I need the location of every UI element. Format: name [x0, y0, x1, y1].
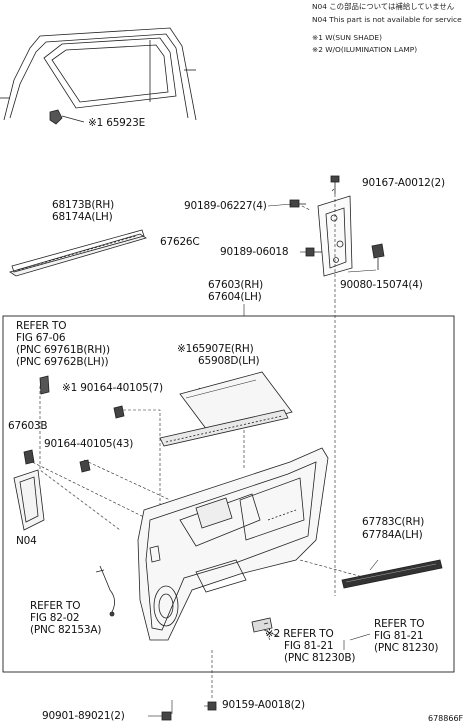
label-68174A: 68174A(LH): [52, 211, 113, 223]
sun-shade-65907E: [159, 371, 293, 447]
refer-82153A-line3: (PNC 82153A): [30, 624, 102, 636]
screw-90189-06227: [289, 199, 306, 208]
refer-69761B-line2: FIG 67-06: [16, 332, 66, 344]
label-68173B: 68173B(RH): [52, 199, 114, 211]
refer-81230B-line3: (PNC 81230B): [284, 652, 356, 664]
refer-81230-line2: FIG 81-21: [374, 630, 424, 642]
label-67604: 67604(LH): [208, 291, 262, 303]
belt-moulding: [9, 229, 147, 277]
screw-90901: [161, 711, 172, 721]
label-67603B: 67603B: [8, 420, 48, 432]
figure-number: 678866F: [428, 714, 464, 723]
label-N04: N04: [16, 535, 37, 547]
panel-N04: [13, 469, 45, 531]
refer-81230-line1: REFER TO: [374, 618, 425, 630]
label-90164-7: ※1 90164-40105(7): [62, 382, 163, 394]
refer-81230B-line1: ※2 REFER TO: [265, 628, 334, 640]
label-90901: 90901-89021(2): [42, 710, 125, 722]
clip-90080: [371, 243, 385, 270]
door-trim-panel: [137, 447, 329, 641]
note-n04-en: N04 This part is not available for servi…: [312, 15, 462, 24]
label-90189-06018: 90189-06018: [220, 246, 289, 258]
door-trim-frame: [2, 315, 455, 673]
garnish-67783C: [341, 559, 443, 589]
label-65923E: ※1 65923E: [88, 117, 146, 129]
wire-harness: [95, 565, 115, 617]
clip-90164-lower: [79, 459, 91, 473]
refer-69761B-line1: REFER TO: [16, 320, 67, 332]
refer-82153A-line1: REFER TO: [30, 600, 81, 612]
clip-67603B: [23, 449, 35, 465]
label-67783C: 67783C(RH): [362, 516, 425, 528]
note-n04-jp: N04 この部品については補給していません: [312, 2, 455, 11]
label-67784A: 67784A(LH): [362, 529, 423, 541]
vehicle-silhouette: [0, 27, 197, 121]
note-sun-shade: ※1 W(SUN SHADE): [312, 33, 382, 42]
label-90159: 90159-A0018(2): [222, 699, 305, 711]
label-90080: 90080-15074(4): [340, 279, 423, 291]
shade-clip-65923E: [49, 109, 85, 125]
label-90164-43: 90164-40105(43): [44, 438, 134, 450]
refer-81230-line3: (PNC 81230): [374, 642, 439, 654]
screw-90167: [330, 175, 340, 194]
note-illumination: ※2 W/O(ILUMINATION LAMP): [312, 45, 418, 54]
label-67626C: 67626C: [160, 236, 200, 248]
refer-81230B-line2: FIG 81-21: [284, 640, 334, 652]
label-65907E: ※165907E(RH): [177, 343, 254, 355]
label-90189-06227: 90189-06227(4): [184, 200, 267, 212]
label-65908D: 65908D(LH): [198, 355, 260, 367]
label-90167: 90167-A0012(2): [362, 177, 445, 189]
screw-90159: [207, 701, 217, 711]
label-67603: 67603(RH): [208, 279, 263, 291]
clip-90164-upper: [39, 375, 125, 419]
refer-69761B-line3: (PNC 69761B(RH)): [16, 344, 110, 356]
refer-69761B-line4: (PNC 69762B(LH)): [16, 356, 109, 368]
screw-90189-06018: [305, 247, 322, 257]
callout-lines: [27, 188, 379, 717]
refer-82153A-line2: FIG 82-02: [30, 612, 80, 624]
lamp-81230B: [251, 617, 273, 633]
